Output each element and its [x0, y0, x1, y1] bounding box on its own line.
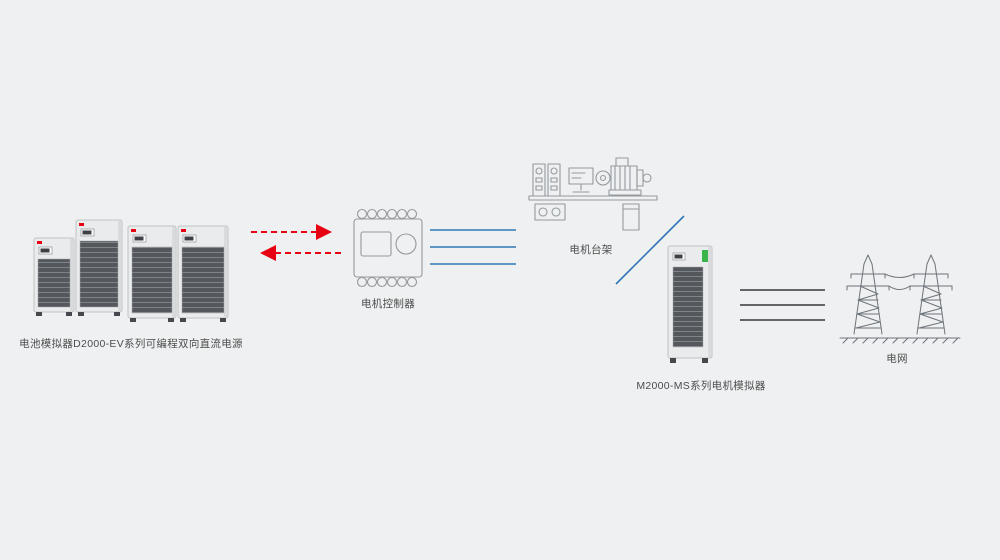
- cabinet: [177, 225, 229, 322]
- battery-simulator-illustration: [33, 219, 229, 322]
- battery-simulator-label: 电池模拟器D2000-EV系列可编程双向直流电源: [19, 338, 243, 350]
- cabinet: [33, 237, 75, 316]
- cabinet: [127, 225, 177, 322]
- bidirectional-arrows-icon: [251, 224, 341, 261]
- motor-bench-illustration: [528, 157, 658, 231]
- power-grid-illustration: [839, 254, 961, 344]
- motor-simulator-label: M2000-MS系列电机模拟器: [636, 380, 766, 392]
- controller-icon: [353, 208, 423, 288]
- cabinet: [75, 219, 123, 316]
- three-phase-lines-icon: [430, 229, 516, 265]
- motor-simulator-illustration: [667, 245, 713, 363]
- motor-bench-label: 电机台架: [569, 244, 613, 256]
- power-grid-label: 电网: [886, 353, 908, 365]
- cabinet: [667, 245, 713, 363]
- grid-lines-icon: [740, 289, 825, 321]
- motor-controller-label: 电机控制器: [361, 298, 415, 310]
- diagonal-line-icon: [615, 215, 685, 285]
- transmission-tower-icon: [839, 254, 961, 344]
- motor-controller-illustration: [353, 208, 423, 288]
- bench-icon: [528, 157, 658, 231]
